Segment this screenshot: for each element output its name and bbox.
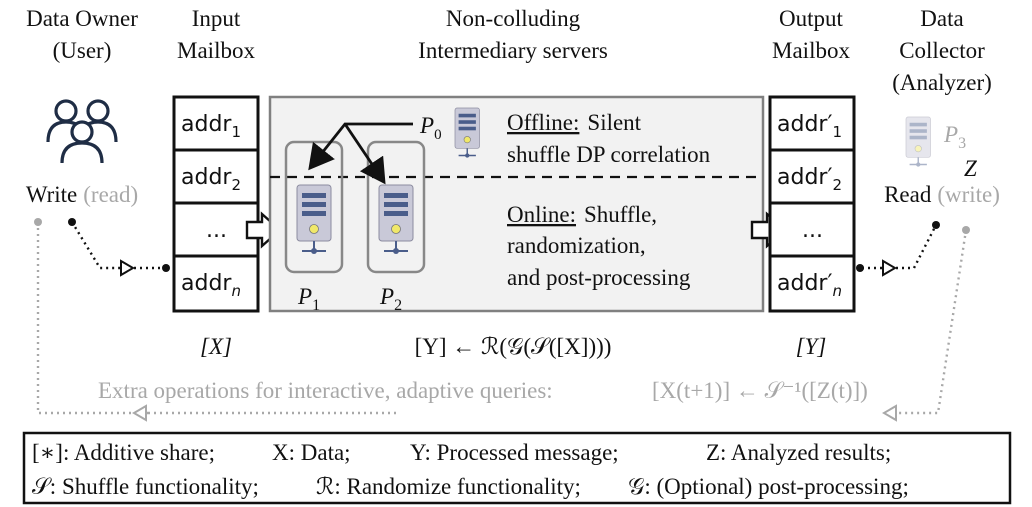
svg-text:Mailbox: Mailbox [772, 38, 850, 63]
collector-server-icon [905, 116, 932, 168]
p1-label: P1 [297, 284, 320, 314]
svg-text:Data: Data [920, 6, 963, 31]
feedback-formula: [X(t+1)] ← 𝒮⁻¹([Z(t)]) [652, 378, 868, 403]
svg-text:Collector: Collector [899, 38, 985, 63]
p2-group-outline [366, 140, 426, 274]
collector-feedback-connector [882, 226, 970, 422]
svg-text:Non-colluding: Non-colluding [446, 6, 581, 31]
offline-description: Offline:Silent shuffle DP correlation [507, 110, 711, 167]
processing-formula: [Y] ← ℛ(𝒢(𝒮([X]))) [415, 334, 612, 359]
input-share-label: [X] [200, 334, 232, 359]
input-mailbox: addr1 addr2 ... addrn [172, 95, 260, 313]
collector-read-write-label: Read(write) [884, 182, 1000, 207]
legend-box: [∗]: Additive share; X: Data; Y: Process… [22, 431, 1012, 505]
owner-to-input-connector [68, 218, 170, 277]
servers-box: P0 P1 P2 Offline:Silent shuffle DP corre… [268, 95, 765, 314]
svg-text:and post-processing: and post-processing [507, 265, 691, 290]
output-slot-ellipsis: ... [802, 218, 823, 243]
p2-label: P2 [379, 284, 402, 314]
input-slot-n: addrn [181, 271, 241, 300]
output-slot-2: addr′2 [777, 165, 842, 194]
output-slot-1: addr′1 [777, 112, 842, 141]
z-label: Z [964, 156, 977, 181]
svg-text:Offline:Silent: Offline:Silent [507, 110, 642, 135]
output-to-collector-connector [856, 221, 940, 277]
header-data-collector: Data Collector (Analyzer) [892, 6, 992, 95]
header-output-mailbox: Output Mailbox [772, 6, 850, 63]
users-icon [46, 99, 118, 164]
svg-text:Read(write): Read(write) [884, 182, 1000, 207]
svg-text:shuffle DP correlation: shuffle DP correlation [507, 142, 711, 167]
svg-text:Input: Input [192, 6, 241, 31]
input-slot-2: addr2 [181, 165, 241, 194]
feedback-description: Extra operations for interactive, adapti… [98, 378, 553, 403]
svg-text:(User): (User) [53, 38, 112, 63]
owner-feedback-connector [34, 218, 400, 422]
input-slot-1: addr1 [181, 112, 241, 141]
owner-write-read-label: Write(read) [26, 182, 138, 207]
header-input-mailbox: Input Mailbox [177, 6, 255, 63]
input-slot-ellipsis: ... [206, 218, 227, 243]
svg-text:randomization,: randomization, [507, 233, 646, 258]
svg-text:Mailbox: Mailbox [177, 38, 255, 63]
p0-distribution-arrows [308, 122, 413, 185]
header-servers: Non-colluding Intermediary servers [418, 6, 608, 63]
p3-label: P3 [943, 122, 966, 152]
svg-text:Online:Shuffle,: Online:Shuffle, [507, 202, 657, 227]
p0-label: P0 [419, 113, 442, 143]
legend-line-2: 𝒮: Shuffle functionality; ℛ: Randomize f… [32, 474, 909, 499]
output-slot-n: addr′n [777, 271, 842, 300]
svg-text:Write(read): Write(read) [26, 182, 138, 207]
svg-text:Intermediary servers: Intermediary servers [418, 38, 608, 63]
online-description: Online:Shuffle, randomization, and post-… [507, 202, 691, 290]
svg-text:Data Owner: Data Owner [26, 6, 138, 31]
svg-text:Output: Output [779, 6, 844, 31]
output-mailbox: addr′1 addr′2 ... addr′n [768, 95, 856, 313]
header-data-owner: Data Owner (User) [26, 6, 138, 63]
legend-line-1: [∗]: Additive share; X: Data; Y: Process… [32, 440, 891, 465]
svg-text:(Analyzer): (Analyzer) [892, 70, 992, 95]
output-share-label: [Y] [796, 334, 827, 359]
